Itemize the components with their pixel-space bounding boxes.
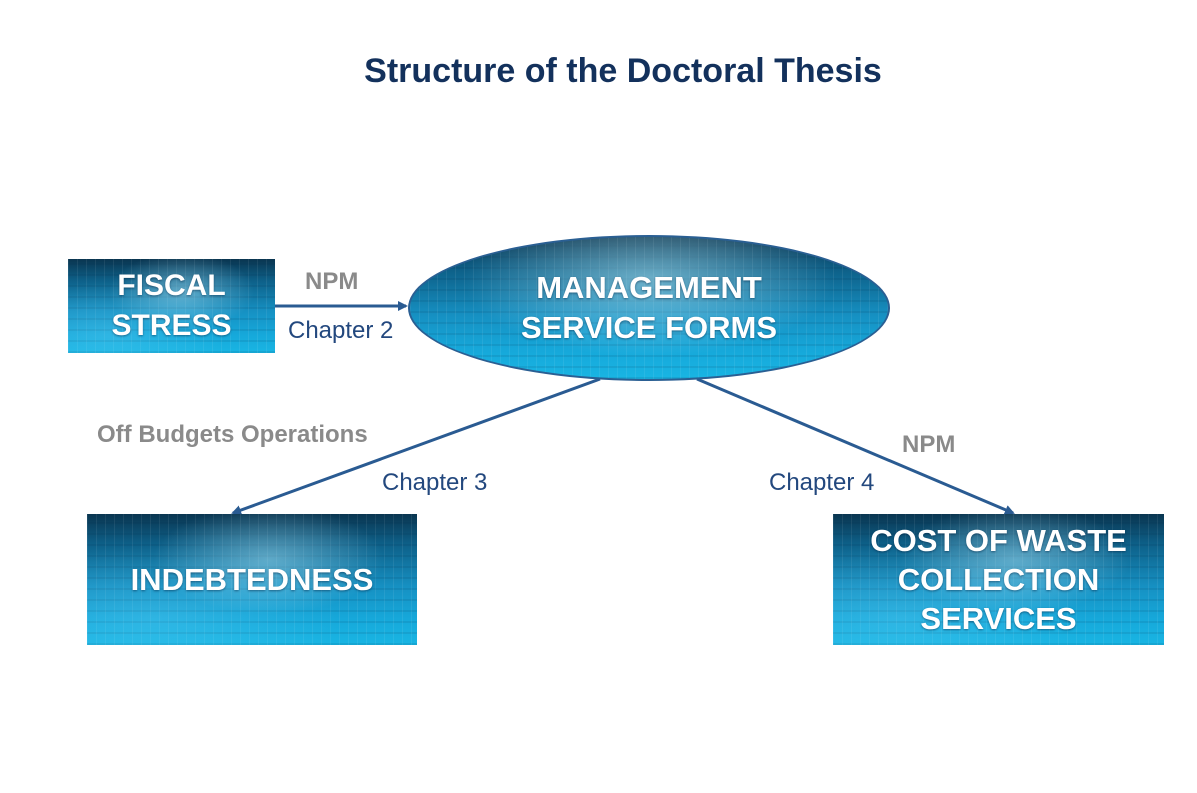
- edge-label-chapter-4: Chapter 4: [769, 469, 875, 496]
- node-indebtedness-label: INDEBTEDNESS: [130, 561, 374, 597]
- edge-label-chapter-3: Chapter 3: [382, 469, 488, 496]
- edge-label-chapter-2: Chapter 2: [288, 317, 394, 344]
- diagram-title: Structure of the Doctoral Thesis: [364, 52, 882, 90]
- node-management-service-forms: MANAGEMENT SERVICE FORMS: [408, 235, 890, 381]
- edge-label-npm-chapter2: NPM: [305, 268, 359, 295]
- node-management-service-forms-label: MANAGEMENT SERVICE FORMS: [520, 270, 778, 345]
- node-fiscal-stress: FISCAL STRESS: [68, 259, 275, 353]
- node-cost-of-waste-collection: COST OF WASTE COLLECTION SERVICES: [833, 514, 1164, 645]
- node-fiscal-stress-label: FISCAL STRESS: [111, 269, 232, 342]
- edge-label-off-budgets-operations: Off Budgets Operations: [97, 421, 368, 448]
- node-indebtedness: INDEBTEDNESS: [87, 514, 417, 645]
- edge-label-npm-chapter4: NPM: [902, 431, 956, 458]
- node-cost-of-waste-collection-label: COST OF WASTE COLLECTION SERVICES: [870, 523, 1127, 636]
